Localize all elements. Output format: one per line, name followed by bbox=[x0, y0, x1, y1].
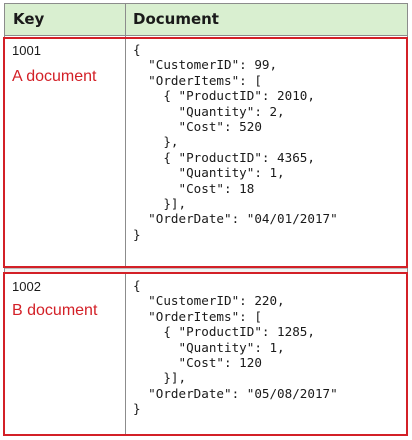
document-annotation-label: B document bbox=[12, 302, 98, 319]
key-value: 1001 bbox=[12, 43, 41, 58]
key-value: 1002 bbox=[12, 279, 41, 294]
document-annotation-label: A document bbox=[12, 68, 97, 85]
header-document-label: Document bbox=[133, 10, 219, 28]
table-row: 1002 B document { "CustomerID": 220, "Or… bbox=[5, 272, 407, 434]
document-json: { "CustomerID": 220, "OrderItems": [ { "… bbox=[133, 278, 338, 417]
key-document-table: Key Document 1001 A document { "Customer… bbox=[4, 3, 408, 435]
header-key-label: Key bbox=[13, 10, 45, 28]
table-header: Key Document bbox=[5, 4, 407, 36]
table-row: 1001 A document { "CustomerID": 99, "Ord… bbox=[5, 36, 407, 270]
key-cell: 1002 B document bbox=[5, 272, 126, 434]
key-cell: 1001 A document bbox=[5, 36, 126, 270]
document-json: { "CustomerID": 99, "OrderItems": [ { "P… bbox=[133, 42, 338, 242]
header-key-cell bbox=[5, 4, 126, 35]
